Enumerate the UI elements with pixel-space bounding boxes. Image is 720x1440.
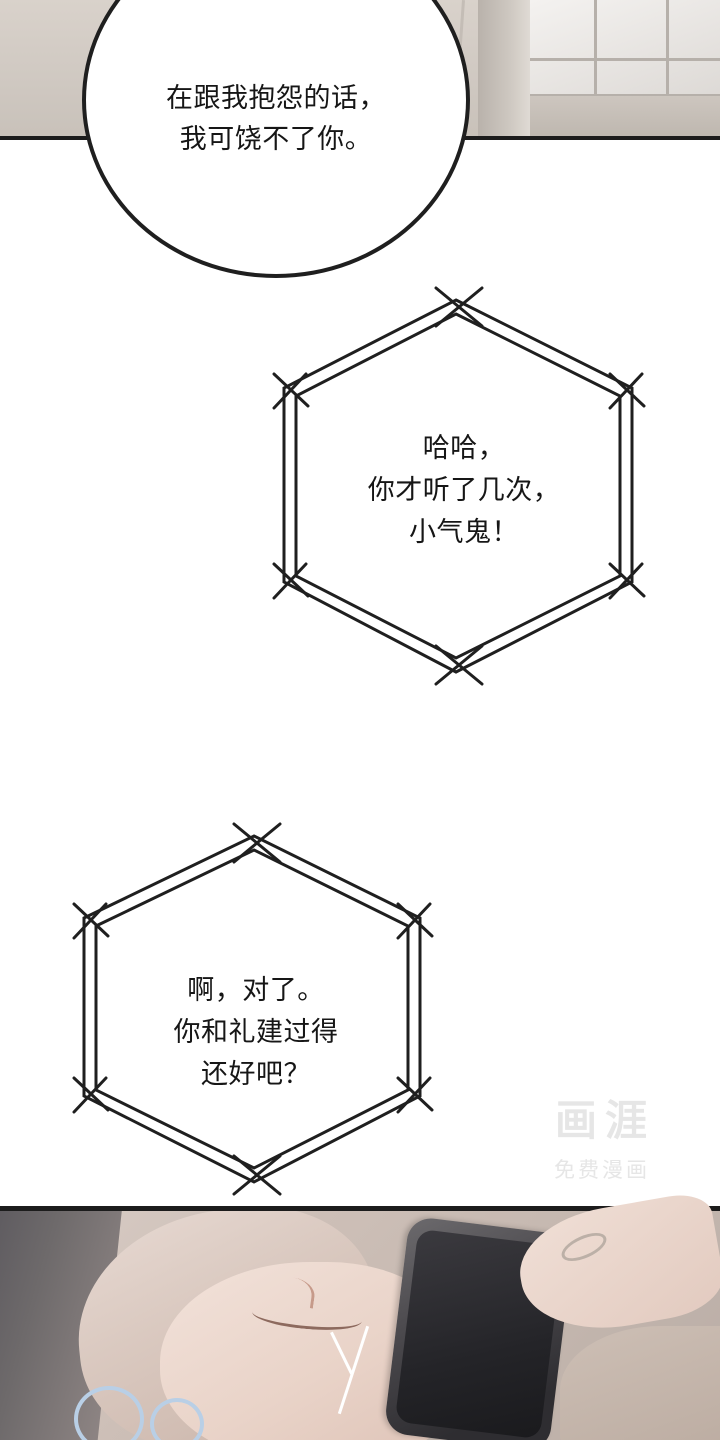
balloon-text: 哈哈， 你才听了几次， 小气鬼！ — [367, 433, 561, 547]
speech-balloon-hexagon-1: 哈哈， 你才听了几次， 小气鬼！ — [250, 282, 670, 702]
hexagon-outline — [72, 822, 434, 1196]
watermark: 画 涯 免费漫画 — [527, 1100, 677, 1196]
blue-ring-large — [74, 1386, 144, 1440]
blue-ring-small — [150, 1398, 204, 1440]
watermark-logo-char-1: 画 — [554, 1097, 599, 1144]
window-mullion-horizontal — [530, 94, 720, 97]
window-mullion-horizontal — [530, 58, 720, 61]
watermark-logo-char-2: 涯 — [605, 1097, 650, 1144]
wall-column — [478, 0, 534, 140]
highlight-line-b — [330, 1331, 353, 1375]
highlight-line-a — [337, 1325, 370, 1415]
window-mullion-vertical — [666, 0, 669, 140]
hexagon-outline — [272, 286, 646, 686]
speech-balloon-hexagon-2: 啊，对了。 你和礼建过得 还好吧？ — [46, 820, 466, 1200]
floor — [530, 96, 720, 140]
speech-balloon-round: 在跟我抱怨的话， 我可饶不了你。 — [82, 0, 470, 278]
panel-border-top — [0, 1206, 720, 1211]
watermark-logo: 画 涯 — [527, 1100, 677, 1142]
blue-effect-rings — [66, 1378, 206, 1440]
watermark-tagline: 免费漫画 — [554, 1159, 650, 1182]
highlight-stroke — [328, 1325, 386, 1415]
window-mullion-vertical — [594, 0, 597, 140]
balloon-text: 在跟我抱怨的话， 我可饶不了你。 — [166, 82, 386, 154]
balloon-text: 啊，对了。 你和礼建过得 还好吧？ — [173, 975, 339, 1089]
